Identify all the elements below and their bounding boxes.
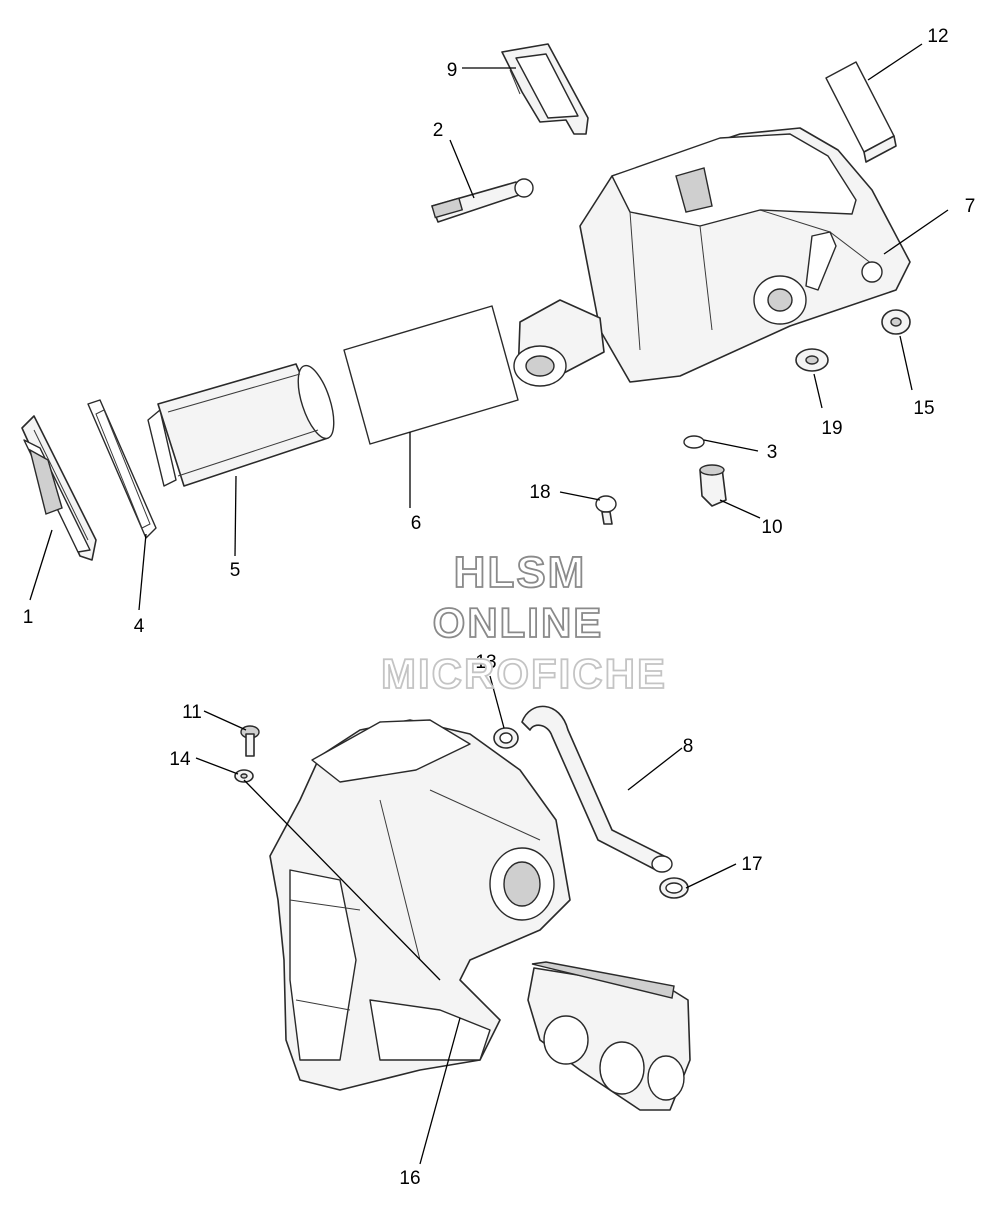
part-2-strap[interactable] — [431, 178, 534, 223]
part-11-bolt[interactable] — [240, 725, 260, 757]
callout-4: 4 — [134, 616, 145, 637]
part-1-cover[interactable] — [21, 415, 97, 561]
watermark-line-1: HLSM — [454, 548, 587, 597]
part-17-clamp[interactable] — [659, 877, 689, 899]
callout-17: 17 — [741, 854, 762, 875]
watermark-line-3: MICROFICHE — [381, 650, 667, 697]
callout-15: 15 — [913, 398, 934, 419]
leader-lines — [29, 43, 949, 1165]
callout-18: 18 — [529, 482, 550, 503]
part-18-clamp[interactable] — [595, 495, 617, 525]
callout-14: 14 — [169, 749, 191, 770]
part-13-clamp[interactable] — [493, 727, 519, 749]
lower-airbox-assembly — [269, 719, 691, 1111]
part-3-o-ring[interactable] — [683, 435, 705, 449]
callout-11: 11 — [182, 702, 202, 723]
callout-7: 7 — [965, 196, 976, 217]
callout-19: 19 — [821, 418, 842, 439]
part-15-grommet[interactable] — [881, 309, 911, 335]
callout-numbers: 1 2 3 4 5 6 7 8 9 10 11 12 13 14 15 16 1… — [23, 26, 976, 1189]
callout-8: 8 — [683, 736, 694, 757]
callout-5: 5 — [230, 560, 241, 581]
part-14-washer[interactable] — [234, 769, 254, 783]
callout-16: 16 — [399, 1168, 420, 1189]
callout-9: 9 — [447, 60, 458, 81]
part-7-airbox-housing[interactable] — [513, 127, 911, 387]
callout-1: 1 — [23, 607, 34, 628]
watermark: HLSM ONLINE MICROFICHE — [380, 547, 667, 698]
callout-2: 2 — [433, 120, 444, 141]
part-12-foam-pad[interactable] — [825, 61, 897, 163]
watermark-line-2: ONLINE — [433, 599, 604, 646]
callout-12: 12 — [927, 26, 948, 47]
part-8-hose[interactable] — [521, 705, 673, 873]
part-5-filter-element[interactable] — [147, 362, 341, 487]
callout-13: 13 — [475, 652, 496, 673]
callout-10: 10 — [761, 517, 782, 538]
part-9-bracket[interactable] — [501, 43, 589, 135]
callout-3: 3 — [767, 442, 778, 463]
callout-6: 6 — [411, 513, 422, 534]
part-6-prefilter[interactable] — [343, 305, 519, 445]
part-10-drain-valve[interactable] — [699, 464, 727, 507]
part-4-gasket[interactable] — [87, 399, 157, 539]
part-19-grommet[interactable] — [795, 348, 829, 372]
